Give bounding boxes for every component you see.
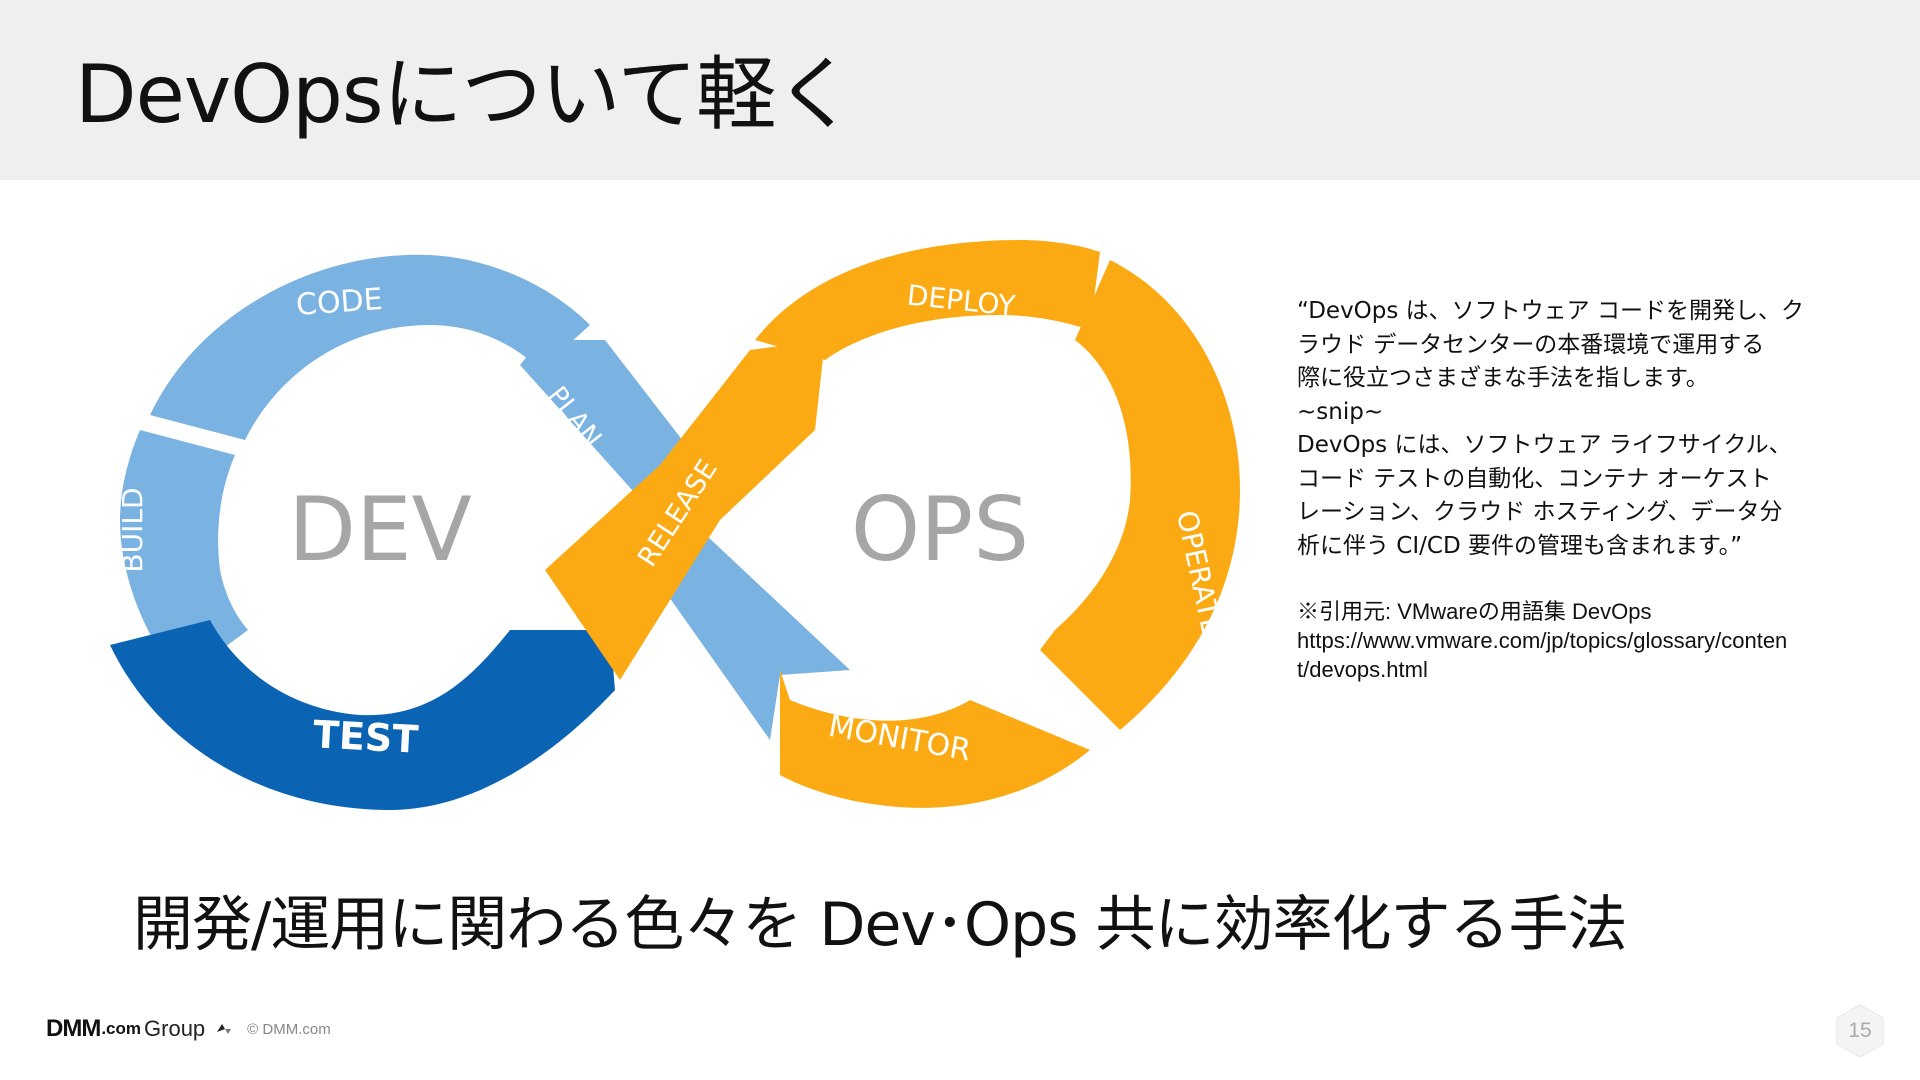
group-mark-icon [217, 1024, 232, 1034]
summary-statement: 開発/運用に関わる色々を Dev･Ops 共に効率化する手法 [133, 890, 1628, 960]
code-segment [150, 254, 590, 440]
code-label: CODE [295, 282, 384, 323]
citation: ※引用元: VMwareの用語集 DevOps https://www.vmwa… [1297, 597, 1842, 684]
devops-infinity-diagram: DEV OPS CODE BUILD TEST PLAN RELEASE DEP… [110, 240, 1240, 810]
quote-line: ~snip~ [1297, 398, 1384, 425]
release-segment [545, 340, 825, 680]
ops-loop [545, 240, 1240, 808]
quote-line: コード テストの自動化、コンテナ オーケスト [1297, 465, 1772, 492]
copyright-text: © DMM.com [247, 1020, 331, 1038]
build-segment [120, 430, 248, 680]
citation-source: ※引用元: VMwareの用語集 DevOps [1297, 599, 1652, 624]
quote-line: 際に役立つさまざまな手法を指します。 [1297, 365, 1709, 391]
dev-loop [110, 254, 850, 810]
quote-line: “DevOps は、ソフトウェア コードを開発し、ク [1297, 298, 1804, 324]
logo-group-text: Group [144, 1016, 206, 1041]
citation-url-line[interactable]: https://www.vmware.com/jp/topics/glossar… [1297, 628, 1788, 653]
logo-dmm-text: DMM [46, 1015, 101, 1042]
ops-label: OPS [851, 478, 1029, 581]
logo-com-text: .com [101, 1019, 142, 1038]
dev-cross-band [650, 520, 850, 740]
test-label: TEST [312, 712, 419, 761]
ops-center [795, 390, 1085, 670]
dev-label: DEV [288, 478, 472, 581]
plan-segment [520, 340, 690, 510]
citation-url-line[interactable]: t/devops.html [1297, 657, 1428, 682]
deploy-segment [755, 240, 1100, 360]
test-segment [110, 620, 615, 810]
operate-segment [1040, 260, 1240, 730]
quote-line: DevOps には、ソフトウェア ライフサイクル、 [1297, 432, 1792, 458]
devops-definition-quote: “DevOps は、ソフトウェア コードを開発し、ク ラウド データセンターの本… [1297, 295, 1842, 563]
build-label: BUILD [116, 487, 149, 572]
monitor-segment [780, 670, 1090, 808]
page-number: 15 [1848, 1019, 1872, 1042]
quote-line: 析に伴う CI/CD 要件の管理も含まれます。” [1297, 532, 1743, 559]
slide-title: DevOpsについて軽く [75, 48, 855, 141]
dev-center [235, 390, 525, 670]
footer-logo: DMM .com Group © DMM.com [46, 1012, 331, 1046]
page-number-badge: 15 [1834, 1003, 1886, 1059]
hexagon-icon [1836, 1004, 1884, 1058]
quote-line: レーション、クラウド ホスティング、データ分 [1297, 499, 1783, 525]
quote-line: ラウド データセンターの本番環境で運用する [1297, 331, 1765, 358]
title-bar: DevOpsについて軽く [0, 0, 1920, 180]
